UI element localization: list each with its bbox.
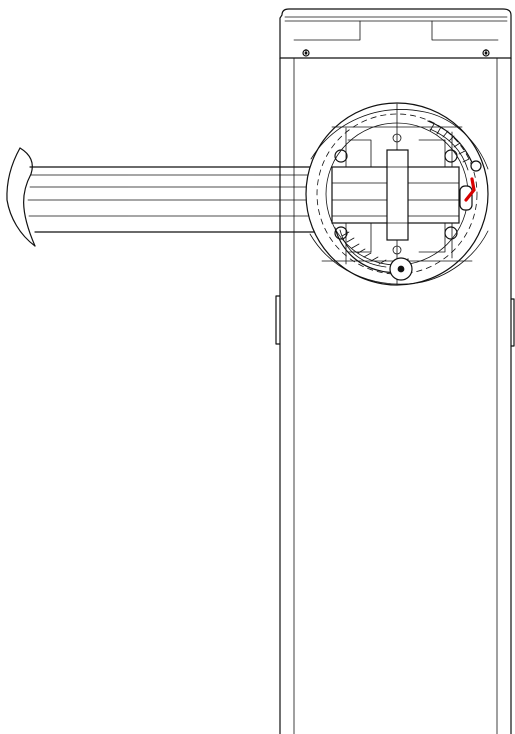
cover-right-panel-line xyxy=(431,20,499,41)
spring-lower-coils xyxy=(341,231,387,265)
right-hinge xyxy=(510,298,515,347)
spring-upper-inner-outline xyxy=(429,128,469,171)
bolt-top-left xyxy=(334,149,348,163)
spring-upper-coils xyxy=(429,123,470,163)
boom-arm-left-break xyxy=(19,147,36,247)
bolt-bottom-right xyxy=(444,226,458,240)
left-hinge xyxy=(275,295,281,345)
cabinet-cover xyxy=(279,8,512,59)
barrier-cabinet xyxy=(275,57,515,734)
bolt-top-right xyxy=(444,149,458,163)
drive-disc-upper-rib xyxy=(310,109,489,170)
highlighted-part xyxy=(464,177,476,202)
spring-anchor-center xyxy=(397,265,405,273)
bolt-lower-small xyxy=(392,245,402,255)
boom-arm-break-curve xyxy=(6,147,36,247)
spring-upper-pin xyxy=(470,160,482,172)
drive-disc-lower-rib xyxy=(309,230,489,285)
cover-outline xyxy=(279,8,512,59)
boom-arm xyxy=(6,147,345,247)
bolt-upper-small xyxy=(392,133,402,143)
arm-clamp-center-bracket xyxy=(386,149,409,241)
arm-clamp-center-bracket-lines xyxy=(386,166,409,224)
cover-left-panel-line xyxy=(293,20,361,41)
red-highlight-marker xyxy=(464,177,476,202)
arm-clamp xyxy=(331,149,473,241)
balance-spring xyxy=(334,120,482,281)
